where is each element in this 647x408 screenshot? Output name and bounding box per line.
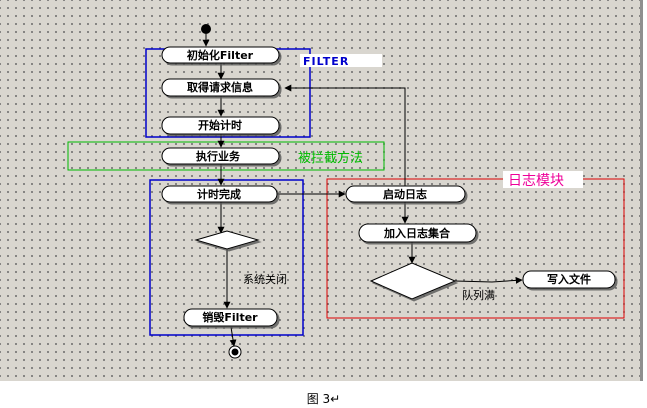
- flow-edges: [202, 34, 523, 347]
- edge-decision-write-file: [454, 276, 523, 284]
- final-node-dot: [231, 348, 239, 356]
- node-execute-business: 执行业务: [161, 147, 280, 165]
- node-get-request: 取得请求信息: [161, 78, 280, 97]
- queue-full-label: 队列满: [462, 288, 495, 302]
- timer-done-label: 计时完成: [197, 187, 241, 201]
- initial-node: [201, 24, 211, 34]
- filter-group-box-lower: [149, 179, 304, 336]
- filter-group-label: FILTER: [303, 55, 349, 68]
- node-start-timer: 开始计时: [161, 116, 280, 135]
- system-shutdown-label: 系统关闭: [243, 272, 287, 286]
- node-destroy-filter: 销毁Filter: [183, 308, 278, 327]
- decision-queue-full: [369, 262, 457, 300]
- figure-caption: 图 3↵: [306, 392, 341, 406]
- start-timer-label: 开始计时: [198, 118, 242, 132]
- write-file-label: 写入文件: [547, 272, 591, 286]
- node-add-log-set: 加入日志集合: [358, 223, 477, 243]
- edge-loop-back-get-request: [284, 84, 406, 186]
- node-timer-done: 计时完成: [161, 185, 278, 203]
- intercept-group-box: [67, 141, 385, 171]
- get-request-label: 取得请求信息: [187, 80, 253, 94]
- node-write-file: 写入文件: [522, 270, 616, 289]
- log-module-group-box: [326, 178, 625, 319]
- start-log-label: 启动日志: [383, 187, 427, 201]
- diagram-canvas: FILTER 被拦截方法 日志模块 初始化Filter 取得请求信息 开始计时: [0, 0, 643, 381]
- edge-destroy-final: [229, 326, 237, 347]
- init-filter-label: 初始化Filter: [187, 48, 254, 62]
- add-log-set-label: 加入日志集合: [383, 226, 451, 240]
- filter-label-bg: [300, 54, 382, 67]
- node-start-log: 启动日志: [345, 185, 466, 203]
- node-init-filter: 初始化Filter: [161, 46, 280, 64]
- decision-system-shutdown: [194, 230, 260, 250]
- activity-diagram: FILTER 被拦截方法 日志模块 初始化Filter 取得请求信息 开始计时: [67, 24, 625, 359]
- log-module-label-bg: [503, 171, 583, 188]
- intercept-group-label: 被拦截方法: [298, 150, 363, 166]
- log-module-group-label: 日志模块: [508, 173, 564, 189]
- execute-business-label: 执行业务: [196, 149, 241, 163]
- destroy-filter-label: 销毁Filter: [202, 310, 258, 324]
